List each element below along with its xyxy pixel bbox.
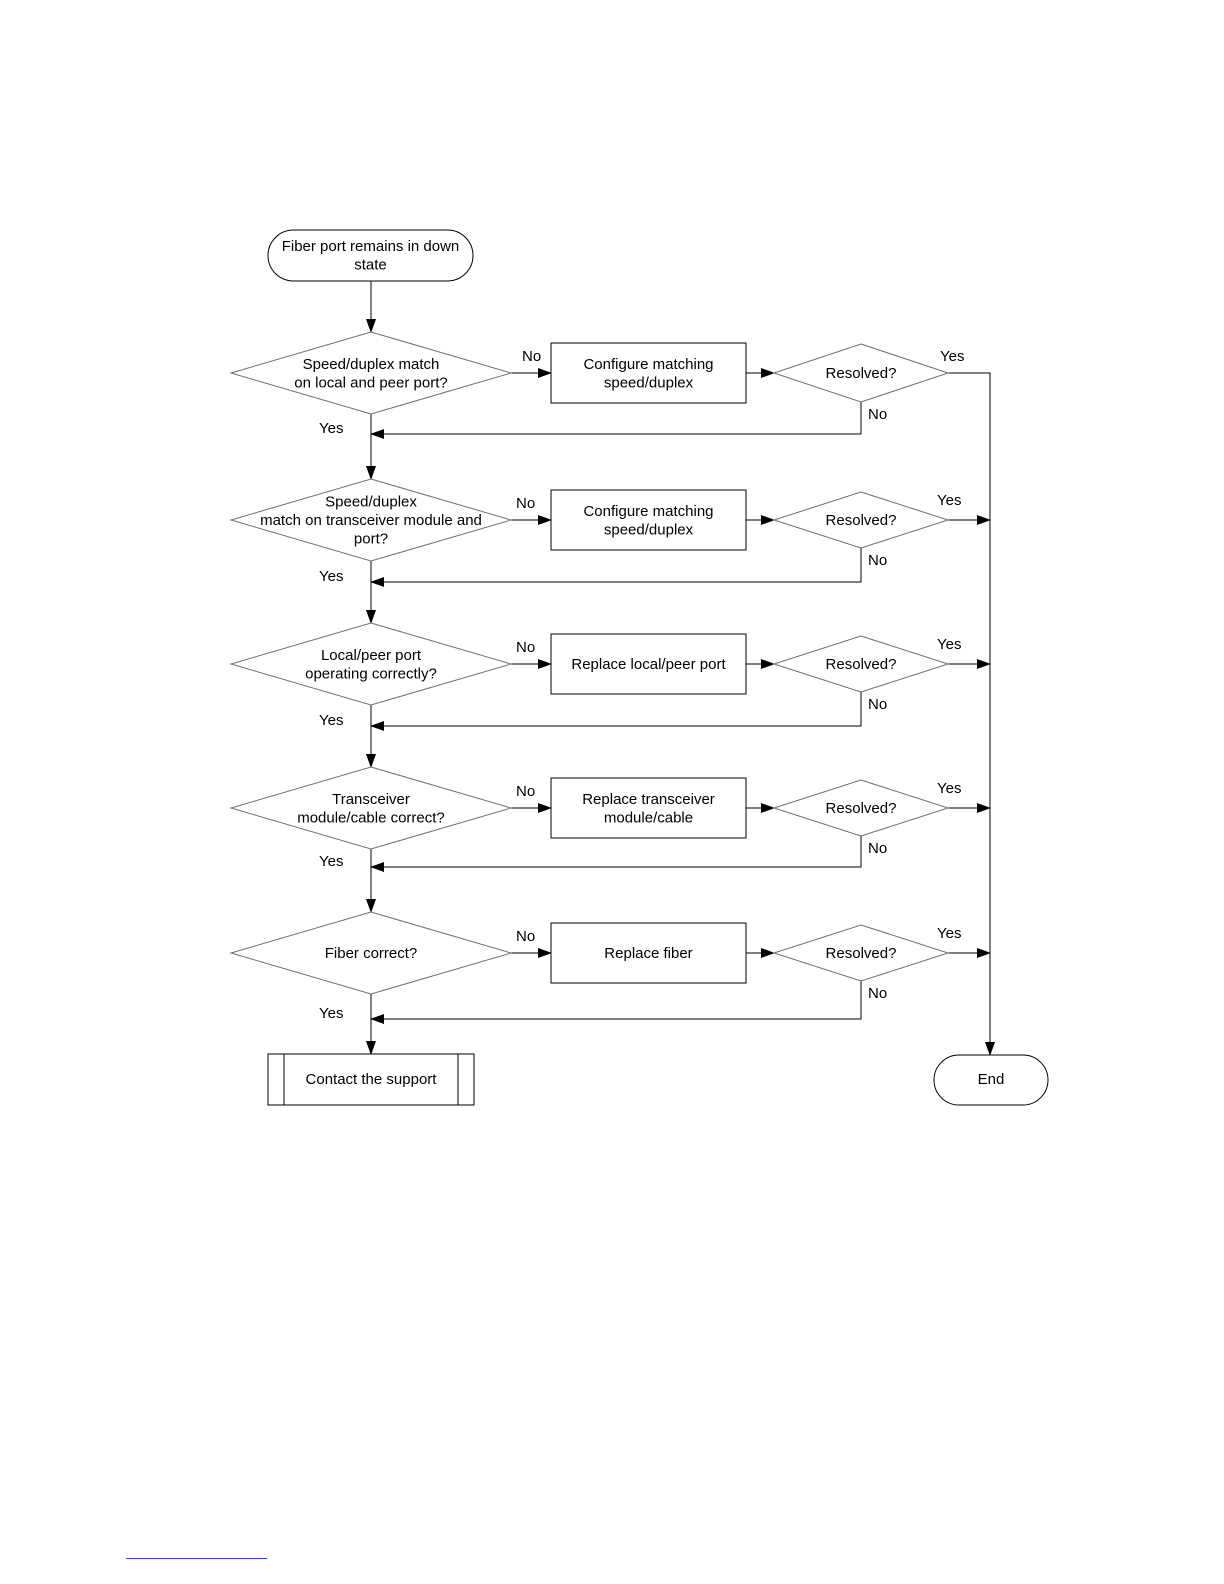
resolved-1-no-label: No xyxy=(868,406,887,423)
resolved-4-yes-label: Yes xyxy=(937,780,961,797)
resolved-4-no-label: No xyxy=(868,840,887,857)
resolved-diamond-2 xyxy=(772,491,950,549)
node-layer xyxy=(229,229,1049,1106)
connector-layer xyxy=(366,281,995,1056)
resolved-1-yes-label: Yes xyxy=(940,348,964,365)
end-label: End xyxy=(978,1071,1005,1088)
action-3-label-line: Replace local/peer port xyxy=(571,656,726,673)
decision-3-label-line: Local/peer port xyxy=(321,647,422,664)
decision-4-yes-label: Yes xyxy=(319,853,343,870)
action-2-label-line: speed/duplex xyxy=(604,521,694,538)
start-terminator xyxy=(267,229,474,282)
resolved-2-label: Resolved? xyxy=(826,512,897,529)
decision-diamond-1 xyxy=(229,331,513,415)
decision-2-no-label: No xyxy=(516,495,535,512)
action-4-label-line: Replace transceiver xyxy=(582,791,715,808)
start-label-line: Fiber port remains in down xyxy=(282,238,460,255)
decision-diamond-5 xyxy=(229,911,513,995)
decision-2-yes-label: Yes xyxy=(319,568,343,585)
decision-5-label-line: Fiber correct? xyxy=(325,945,418,962)
action-1-label-line: speed/duplex xyxy=(604,374,694,391)
resolved-3-label: Resolved? xyxy=(826,656,897,673)
footnote-rule xyxy=(126,1558,267,1559)
action-box-5 xyxy=(550,922,747,984)
resolved-4-no-return xyxy=(370,836,862,872)
resolved-3-yes-label: Yes xyxy=(937,636,961,653)
action-3-label: Replace local/peer port xyxy=(571,656,726,673)
resolved-2-yes-label: Yes xyxy=(937,492,961,509)
action-box-4 xyxy=(550,777,747,839)
resolved-3-no-return xyxy=(370,692,862,731)
decision-1-label-line: on local and peer port? xyxy=(294,374,447,391)
start-label-line: state xyxy=(354,256,387,273)
resolved-1-no-return xyxy=(370,402,862,439)
action-4-label-line: module/cable xyxy=(604,809,693,826)
decision-3-no-label: No xyxy=(516,639,535,656)
action-1-label-line: Configure matching xyxy=(583,356,713,373)
decision-4-label-line: Transceiver xyxy=(332,791,410,808)
resolved-2-no-label: No xyxy=(868,552,887,569)
decision-1-label-line: Speed/duplex match xyxy=(303,356,440,373)
resolved-diamond-1 xyxy=(772,343,950,403)
action-box-3 xyxy=(550,633,747,695)
resolved-5-label: Resolved? xyxy=(826,945,897,962)
decision-5-yes-label: Yes xyxy=(319,1005,343,1022)
end-terminator xyxy=(933,1054,1049,1106)
decision-diamond-3 xyxy=(229,622,513,706)
resolved-diamond-4 xyxy=(772,779,950,837)
resolved-4-label: Resolved? xyxy=(826,800,897,817)
decision-1-no-label: No xyxy=(522,348,541,365)
action-box-2 xyxy=(550,489,747,551)
resolved-1-yes-line xyxy=(948,372,995,1056)
decision-3-yes-label: Yes xyxy=(319,712,343,729)
resolved-3-no-label: No xyxy=(868,696,887,713)
contact-support-label: Contact the support xyxy=(306,1071,438,1088)
decision-2-label-line: match on transceiver module and xyxy=(260,512,482,529)
decision-4-no-label: No xyxy=(516,783,535,800)
resolved-1-label: Resolved? xyxy=(826,365,897,382)
decision-3-label-line: operating correctly? xyxy=(305,665,437,682)
decision-1-yes-label: Yes xyxy=(319,420,343,437)
resolved-5-no-label: No xyxy=(868,985,887,1002)
action-5-label: Replace fiber xyxy=(604,945,692,962)
resolved-2-no-return xyxy=(370,548,862,587)
decision-4-label-line: module/cable correct? xyxy=(297,809,445,826)
action-box-1 xyxy=(550,342,747,404)
resolved-5-yes-label: Yes xyxy=(937,925,961,942)
decision-2-label-line: Speed/duplex xyxy=(325,494,417,511)
decision-diamond-4 xyxy=(229,766,513,850)
resolved-diamond-5 xyxy=(772,924,950,982)
resolved-5-no-return xyxy=(370,981,862,1024)
decision-2-label-line: port? xyxy=(354,531,388,548)
resolved-diamond-3 xyxy=(772,635,950,693)
action-5-label-line: Replace fiber xyxy=(604,945,692,962)
decision-5-no-label: No xyxy=(516,928,535,945)
decision-diamond-2 xyxy=(229,478,513,562)
contact-support-box xyxy=(267,1053,475,1106)
action-2-label-line: Configure matching xyxy=(583,503,713,520)
decision-5-label: Fiber correct? xyxy=(325,945,418,962)
